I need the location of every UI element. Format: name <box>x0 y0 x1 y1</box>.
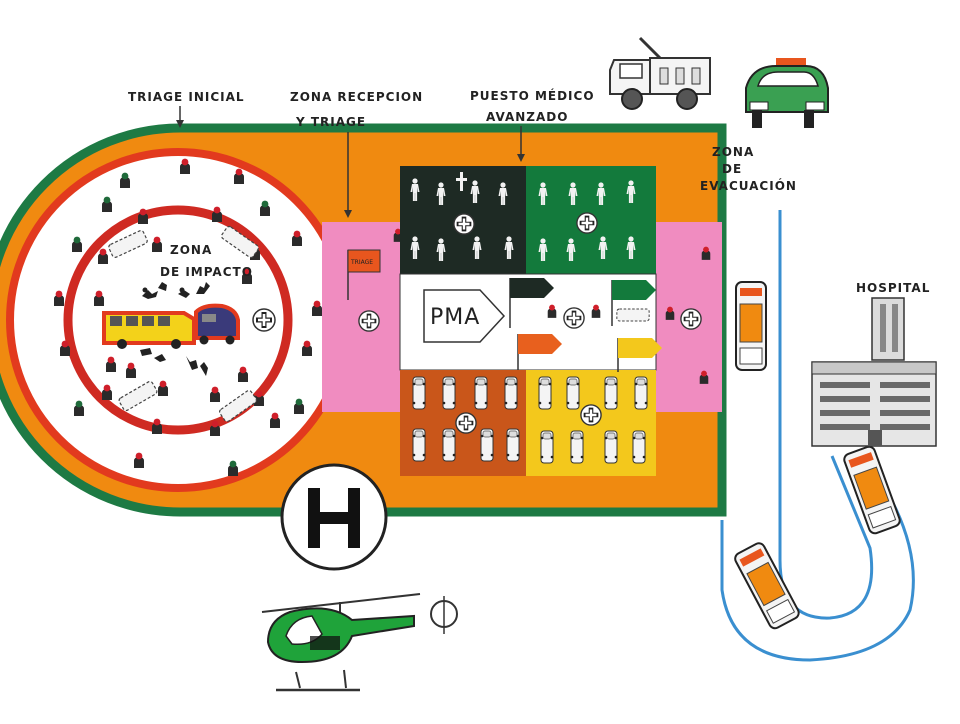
zona-recepcion-label-1: ZONA RECEPCION <box>290 90 423 104</box>
medical-cross-icon <box>563 307 585 329</box>
zone-labels: TRIAGE INICIAL ZONA RECEPCION Y TRIAGE P… <box>128 88 930 295</box>
triage-flag-icon: TRIAGE <box>347 249 381 300</box>
zona-impacto-label-2: DE IMPACTO <box>160 265 253 279</box>
medical-cross-icon <box>252 308 276 332</box>
deceased-people <box>410 172 514 261</box>
medical-cross-icon <box>358 310 380 332</box>
crashed-bus-icon <box>102 311 196 349</box>
ambulance-icon <box>843 445 901 535</box>
hospital-label: HOSPITAL <box>856 281 930 295</box>
puesto-medico-avanzado: PMA <box>399 166 662 476</box>
helipad-icon <box>280 463 388 571</box>
puesto-medico-label-1: PUESTO MÉDICO <box>470 88 595 103</box>
medical-cross-icon <box>680 308 702 330</box>
pma-label: PMA <box>430 305 480 330</box>
injured-people <box>140 282 210 376</box>
ambulance-icon <box>734 542 800 630</box>
zona-evacuacion-label-3: EVACUACIÓN <box>700 178 797 193</box>
zona-evacuacion-label-1: ZONA <box>712 145 754 159</box>
impact-zone: ZONA DE IMPACTO <box>6 148 350 492</box>
zona-impacto-label-1: ZONA <box>170 243 212 257</box>
triage-flags <box>509 278 662 372</box>
hospital-building-icon <box>811 297 937 447</box>
puesto-medico-label-2: AVANZADO <box>486 110 568 124</box>
crashed-car-icon <box>194 303 240 345</box>
police-car-icon <box>745 58 829 128</box>
pma-sign: PMA <box>423 289 506 343</box>
fire-truck-icon <box>609 36 711 110</box>
helicopter-icon <box>261 593 458 692</box>
zona-evacuacion-label-2: DE <box>722 162 742 176</box>
ambulance-icon <box>735 281 767 371</box>
zona-recepcion-label-2: Y TRIAGE <box>295 115 366 129</box>
triage-inicial-label: TRIAGE INICIAL <box>128 90 245 104</box>
svg-text:TRIAGE: TRIAGE <box>350 259 373 266</box>
